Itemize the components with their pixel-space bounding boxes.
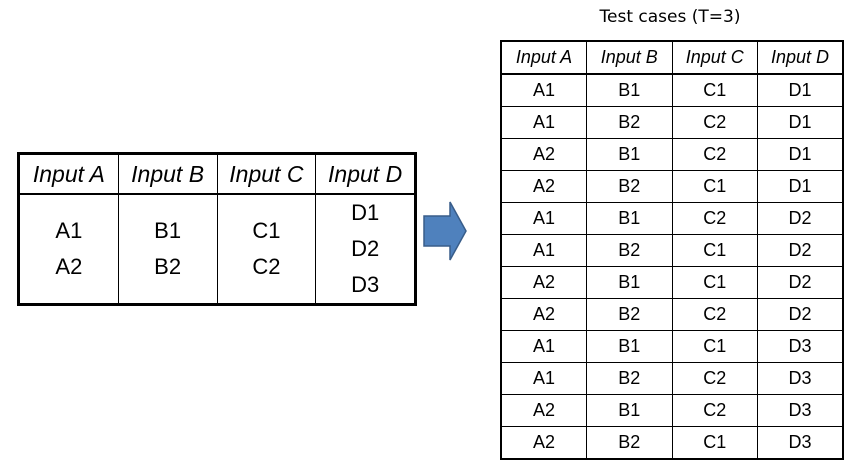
test-case-cell: B2 <box>586 170 673 203</box>
test-case-cell: D1 <box>757 170 844 203</box>
test-case-cell: B1 <box>586 266 673 299</box>
test-case-cell: B2 <box>586 106 673 139</box>
test-case-cell: D1 <box>757 106 844 139</box>
test-case-cell: C2 <box>671 394 758 427</box>
test-case-cell: D1 <box>757 138 844 171</box>
test-cases-header-c: Input C <box>671 40 758 75</box>
input-b-value: B1 <box>154 218 182 243</box>
input-table-values-row: A1 A2 B1 B2 C1 C2 D1 D2 D3 <box>20 195 414 303</box>
test-case-cell: C2 <box>671 138 758 171</box>
test-case-cell: C1 <box>671 330 758 363</box>
input-d-values-cell: D1 D2 D3 <box>315 195 414 303</box>
test-case-cell: C1 <box>671 170 758 203</box>
input-table-header-c: Input C <box>216 155 316 193</box>
input-c-values-cell: C1 C2 <box>216 195 316 303</box>
test-case-cell: B2 <box>586 362 673 395</box>
input-d-value: D3 <box>351 272 380 297</box>
test-case-cell: A1 <box>500 330 587 363</box>
test-case-cell: C2 <box>671 202 758 235</box>
test-case-cell: C2 <box>671 106 758 139</box>
test-cases-header-d: Input D <box>757 40 844 75</box>
test-case-cell: A1 <box>500 106 587 139</box>
input-table-header-b: Input B <box>117 155 217 193</box>
test-case-cell: A1 <box>500 234 587 267</box>
test-case-cell: A2 <box>500 266 587 299</box>
input-b-values-cell: B1 B2 <box>117 195 217 303</box>
test-case-cell: A1 <box>500 73 587 107</box>
test-case-cell: D3 <box>757 330 844 363</box>
test-case-cell: D3 <box>757 426 844 460</box>
test-case-cell: C1 <box>671 266 758 299</box>
test-case-cell: A2 <box>500 298 587 331</box>
input-d-value: D1 <box>351 200 380 225</box>
test-case-cell: C1 <box>671 426 758 460</box>
test-case-cell: A1 <box>500 362 587 395</box>
input-parameters-table: Input A Input B Input C Input D A1 A2 B1… <box>17 152 417 306</box>
input-b-value: B2 <box>154 254 182 279</box>
test-cases-title: Test cases (T=3) <box>599 7 741 27</box>
input-table-header-d: Input D <box>315 155 414 193</box>
test-cases-header-row: Input A Input B Input C Input D <box>500 40 844 75</box>
test-case-cell: D3 <box>757 394 844 427</box>
input-c-value: C1 <box>252 218 281 243</box>
test-case-cell: B2 <box>586 426 673 460</box>
input-table-header-a: Input A <box>32 160 105 187</box>
input-table-header-row: Input A Input B Input C Input D <box>20 155 414 195</box>
test-case-cell: D2 <box>757 234 844 267</box>
test-case-cell: C2 <box>671 362 758 395</box>
test-case-cell: D1 <box>757 73 844 107</box>
test-case-cell: C2 <box>671 298 758 331</box>
input-a-values-cell: A1 A2 <box>20 195 118 303</box>
test-case-cell: A2 <box>500 394 587 427</box>
test-case-cell: B1 <box>586 73 673 107</box>
test-case-cell: A2 <box>500 170 587 203</box>
test-case-cell: D3 <box>757 362 844 395</box>
test-case-cell: B1 <box>586 202 673 235</box>
test-cases-header-a: Input A <box>500 40 587 75</box>
input-a-value: A1 <box>55 218 83 243</box>
test-case-cell: B1 <box>586 138 673 171</box>
input-a-value: A2 <box>55 254 83 279</box>
input-c-value: C2 <box>252 254 281 279</box>
right-arrow-icon <box>423 201 467 261</box>
test-case-cell: D2 <box>757 202 844 235</box>
test-case-cell: B2 <box>586 234 673 267</box>
test-case-cell: B1 <box>586 394 673 427</box>
test-cases-header-b: Input B <box>586 40 673 75</box>
test-case-cell: C1 <box>671 73 758 107</box>
input-d-value: D2 <box>351 236 380 261</box>
test-case-cell: A2 <box>500 426 587 460</box>
test-case-cell: D2 <box>757 266 844 299</box>
test-case-cell: B1 <box>586 330 673 363</box>
test-case-cell: A2 <box>500 138 587 171</box>
test-case-cell: A1 <box>500 202 587 235</box>
test-case-cell: B2 <box>586 298 673 331</box>
test-case-cell: C1 <box>671 234 758 267</box>
test-case-cell: D2 <box>757 298 844 331</box>
